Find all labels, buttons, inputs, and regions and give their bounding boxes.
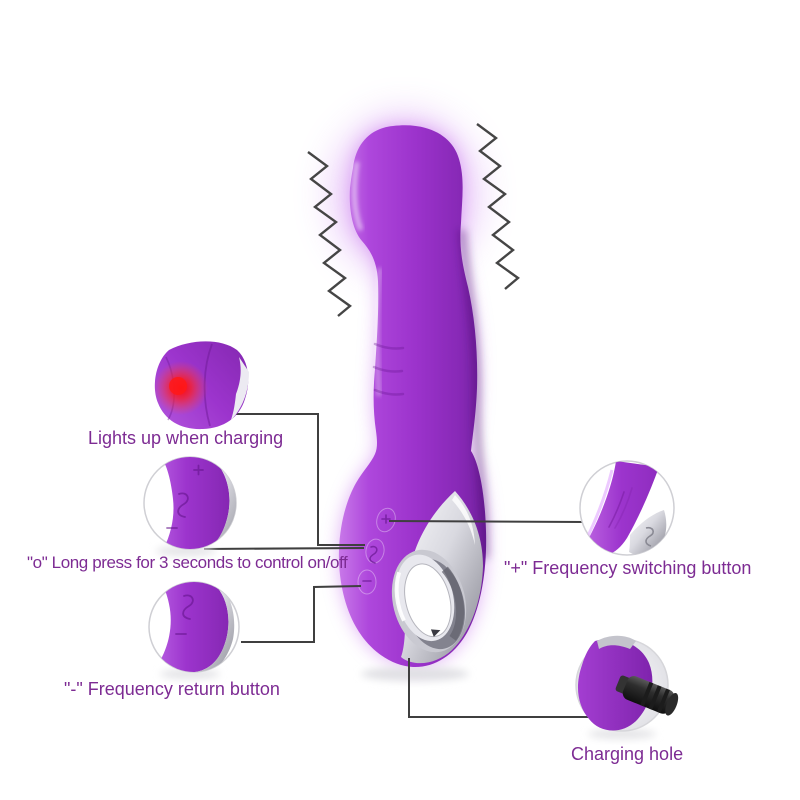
leader-minus bbox=[241, 585, 362, 643]
label-charging-light: Lights up when charging bbox=[88, 428, 284, 448]
zigzag-right-icon bbox=[476, 123, 520, 290]
finger-ring-hole bbox=[391, 549, 467, 653]
leader-power bbox=[203, 547, 365, 550]
inset-power-button bbox=[143, 456, 237, 556]
inset-power-glyph bbox=[182, 594, 194, 620]
label-minus-button: "-" Frequency return button bbox=[64, 679, 280, 699]
leader-lines bbox=[203, 413, 588, 718]
leader-charging-light bbox=[227, 413, 365, 546]
inset-plus-glyph bbox=[193, 464, 204, 476]
body-highlight-shaft bbox=[373, 267, 383, 397]
label-power-button: "o" Long press for 3 seconds to control … bbox=[27, 553, 348, 572]
plus-glyph bbox=[381, 514, 391, 524]
leader-plus bbox=[388, 520, 586, 523]
inset-power-glyph bbox=[177, 492, 189, 518]
label-charging-hole: Charging hole bbox=[571, 744, 684, 764]
body-highlight bbox=[351, 161, 364, 231]
body-shade-right bbox=[457, 229, 490, 559]
zigzag-left-icon bbox=[307, 151, 352, 317]
device-shadow bbox=[361, 667, 469, 681]
power-glyph bbox=[369, 545, 378, 564]
label-plus-button: "+" Frequency switching button bbox=[504, 558, 752, 578]
minus-button-bump bbox=[357, 569, 377, 595]
inset-charging-hole bbox=[575, 635, 679, 739]
shaft-ribs bbox=[372, 342, 405, 396]
leader-charging-hole bbox=[408, 658, 588, 718]
inset-minus-button bbox=[148, 581, 240, 679]
control-buttons bbox=[357, 507, 396, 595]
inset-charging-light bbox=[154, 341, 249, 430]
inset-plus-button bbox=[579, 460, 675, 556]
chrome-panel bbox=[391, 491, 483, 664]
charging-plug-icon bbox=[615, 675, 679, 716]
vibration-waves bbox=[307, 123, 520, 317]
